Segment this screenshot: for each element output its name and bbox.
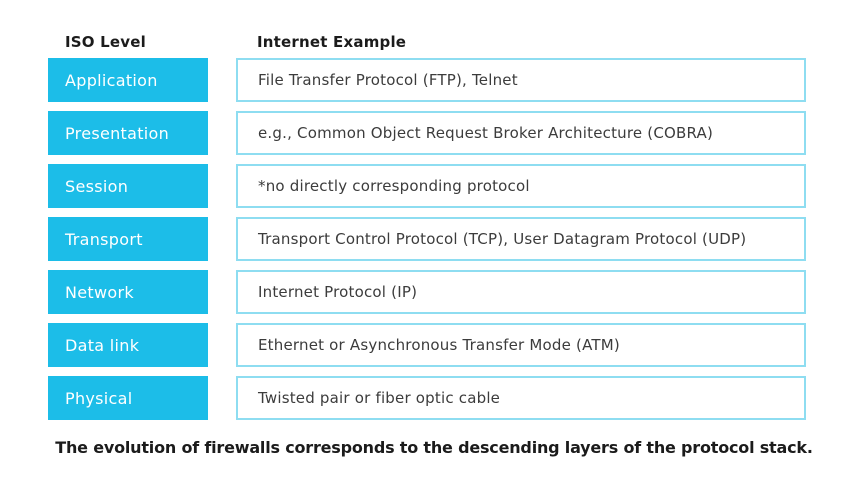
layer-row-data-link: Data link Ethernet or Asynchronous Trans… [0, 323, 868, 367]
internet-example-box: File Transfer Protocol (FTP), Telnet [236, 58, 806, 102]
layer-row-presentation: Presentation e.g., Common Object Request… [0, 111, 868, 155]
internet-example-box: Twisted pair or fiber optic cable [236, 376, 806, 420]
layer-row-application: Application File Transfer Protocol (FTP)… [0, 58, 868, 102]
layer-row-transport: Transport Transport Control Protocol (TC… [0, 217, 868, 261]
internet-example-box: e.g., Common Object Request Broker Archi… [236, 111, 806, 155]
iso-level-box: Transport [48, 217, 208, 261]
internet-example-box: Transport Control Protocol (TCP), User D… [236, 217, 806, 261]
column-header-internet-example: Internet Example [257, 33, 407, 51]
iso-level-box: Presentation [48, 111, 208, 155]
layer-row-session: Session *no directly corresponding proto… [0, 164, 868, 208]
iso-level-box: Physical [48, 376, 208, 420]
internet-example-box: Internet Protocol (IP) [236, 270, 806, 314]
column-header-iso-level: ISO Level [65, 33, 146, 51]
layer-row-network: Network Internet Protocol (IP) [0, 270, 868, 314]
iso-level-box: Network [48, 270, 208, 314]
caption: The evolution of firewalls corresponds t… [55, 438, 813, 457]
layer-row-physical: Physical Twisted pair or fiber optic cab… [0, 376, 868, 420]
iso-level-box: Application [48, 58, 208, 102]
internet-example-box: *no directly corresponding protocol [236, 164, 806, 208]
internet-example-box: Ethernet or Asynchronous Transfer Mode (… [236, 323, 806, 367]
iso-level-box: Session [48, 164, 208, 208]
iso-level-box: Data link [48, 323, 208, 367]
layer-rows: Application File Transfer Protocol (FTP)… [0, 58, 868, 429]
